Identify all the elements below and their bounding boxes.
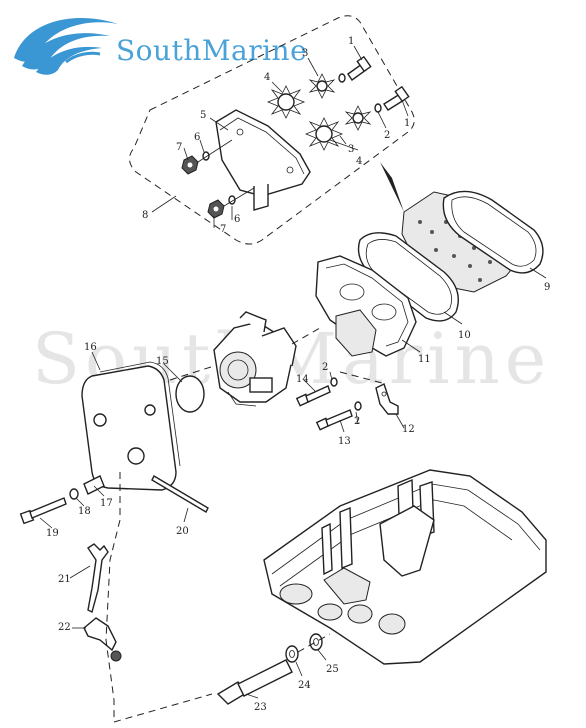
callout-16: 16 — [84, 342, 97, 353]
callout-23: 23 — [254, 702, 267, 713]
washer-25 — [309, 633, 323, 651]
intake-manifold — [315, 255, 417, 357]
rod-20 — [151, 475, 209, 513]
callout-22: 22 — [58, 622, 71, 633]
callout-20: 20 — [176, 526, 189, 537]
air-silencer-16 — [81, 361, 181, 491]
callout-15: 15 — [156, 356, 169, 367]
screw-19 — [19, 497, 67, 525]
choke-lever-22 — [83, 617, 122, 662]
assembly-line-knob — [297, 633, 331, 653]
callout-24: 24 — [298, 680, 311, 691]
assembly-line-bracket — [339, 371, 387, 385]
collar-17 — [83, 475, 105, 495]
assembly-line-left — [105, 472, 121, 722]
callout-6-upper: 6 — [194, 132, 200, 143]
valve-lower — [344, 105, 372, 131]
pump-cover-plate — [215, 109, 311, 211]
screw-lower — [383, 85, 410, 111]
callout-2-upper: 2 — [384, 130, 390, 141]
diaphragm-upper — [266, 85, 306, 119]
o-ring-15 — [175, 375, 205, 413]
washer-18 — [69, 488, 79, 500]
callout-1-upper: 1 — [348, 36, 354, 47]
wave-logo-icon — [14, 17, 118, 75]
callout-13: 13 — [338, 436, 351, 447]
callout-17: 17 — [100, 498, 113, 509]
callout-4-lower: 4 — [356, 156, 362, 167]
nut-lower — [207, 199, 225, 219]
callout-10: 10 — [458, 330, 471, 341]
group-pointer-arrow — [380, 162, 404, 212]
carburetor — [213, 311, 297, 407]
callout-5: 5 — [200, 110, 206, 121]
washer-2-bolt-upper — [330, 377, 338, 387]
callout-14: 14 — [296, 374, 309, 385]
assembly-line-center — [169, 365, 215, 381]
callout-2-bracket: 2 — [354, 416, 360, 427]
lower-cowling — [263, 469, 547, 665]
knob-23 — [216, 659, 293, 705]
valve-upper — [308, 73, 336, 99]
bolt-14 — [295, 385, 331, 407]
washer-6-upper — [202, 151, 210, 161]
washer-upper — [338, 73, 346, 83]
assembly-line-right — [113, 693, 213, 723]
washer-2-bolt — [354, 401, 362, 411]
callout-18: 18 — [78, 506, 91, 517]
washer-lower — [374, 103, 382, 113]
bolt-13 — [315, 409, 353, 431]
brand-logo-text: SouthMarine — [116, 34, 308, 67]
bushing-24 — [285, 645, 299, 663]
callout-11: 11 — [418, 354, 431, 365]
callout-7-lower: 7 — [220, 224, 226, 235]
callout-21: 21 — [58, 574, 71, 585]
nut-upper — [181, 155, 199, 175]
callout-3-upper: 3 — [302, 48, 308, 59]
callout-25: 25 — [326, 664, 339, 675]
callout-9: 9 — [544, 282, 550, 293]
assembly-line-manifold — [291, 327, 321, 345]
gasket-9 — [442, 190, 544, 274]
leader-lines — [39, 45, 547, 699]
callout-3-lower: 3 — [348, 144, 354, 155]
screw-upper — [347, 55, 372, 81]
callout-7-upper: 7 — [176, 142, 182, 153]
callout-4-upper: 4 — [264, 72, 270, 83]
fuel-pump-group-outline — [129, 15, 415, 245]
callout-12: 12 — [402, 424, 415, 435]
diaphragm-lower — [304, 117, 344, 151]
bracket-12 — [375, 383, 399, 415]
callout-2-bolt: 2 — [322, 362, 328, 373]
callout-8: 8 — [142, 210, 148, 221]
callout-19: 19 — [46, 528, 59, 539]
linkage-21 — [87, 543, 109, 614]
callout-1-lower: 1 — [404, 118, 410, 129]
callout-6-lower: 6 — [234, 214, 240, 225]
